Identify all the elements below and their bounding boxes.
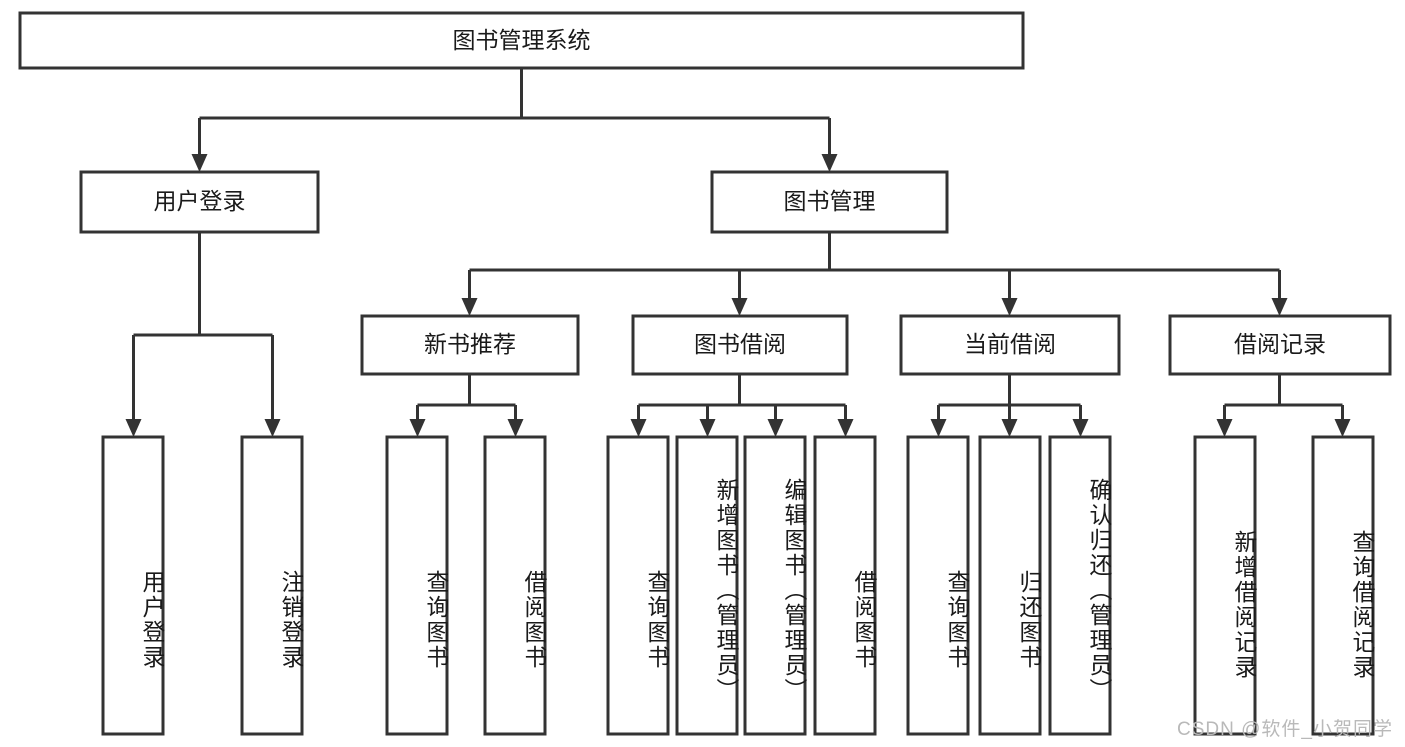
node-current-borrow-label: 当前借阅 [964,331,1056,357]
node-current-borrow[interactable]: 当前借阅 [899,314,1121,376]
arrow-head-leaf-user-login [125,419,142,437]
arrow-head-new-book-recommend [461,298,478,316]
node-new-book-recommend[interactable]: 新书推荐 [360,314,580,376]
node-leaf-logout-login[interactable] [240,435,304,736]
arrow-head-book-borrow [731,298,748,316]
arrow-head-leaf-add-borrow-record [1216,419,1233,437]
node-leaf-borrow-book-2[interactable] [813,435,877,736]
watermark-text: CSDN @软件_小贺同学 [1177,719,1393,740]
node-leaf-confirm-return-admin[interactable] [1048,435,1112,736]
node-book-manage-label: 图书管理 [784,188,876,214]
arrow-head-leaf-query-book-3 [930,419,947,437]
node-book-borrow[interactable]: 图书借阅 [631,314,849,376]
node-leaf-return-book[interactable] [978,435,1042,736]
arrow-head-leaf-borrow-book-1 [507,419,524,437]
connector-layer [125,68,1351,437]
node-book-manage[interactable]: 图书管理 [710,170,949,234]
arrow-head-leaf-query-book-2 [630,419,647,437]
node-root[interactable]: 图书管理系统 [18,11,1025,70]
node-leaf-query-book-3[interactable] [906,435,970,736]
node-leaf-edit-book-admin[interactable] [743,435,807,736]
arrow-head-leaf-add-book-admin [699,419,716,437]
node-user-login[interactable]: 用户登录 [79,170,320,234]
node-leaf-query-borrow-record[interactable] [1311,435,1375,736]
node-leaf-query-book-2[interactable] [606,435,670,736]
arrow-head-leaf-edit-book-admin [767,419,784,437]
arrow-head-leaf-query-borrow-record [1334,419,1351,437]
node-root-label: 图书管理系统 [453,27,591,53]
node-leaf-add-borrow-record[interactable] [1193,435,1257,736]
arrow-head-leaf-return-book [1001,419,1018,437]
node-borrow-record[interactable]: 借阅记录 [1168,314,1392,376]
arrow-head-user-login [191,154,208,172]
node-leaf-user-login[interactable] [101,435,165,736]
arrow-head-leaf-borrow-book-2 [837,419,854,437]
node-leaf-add-book-admin[interactable] [675,435,739,736]
arrow-head-book-manage [821,154,838,172]
node-leaf-borrow-book-1[interactable] [483,435,547,736]
node-new-book-recommend-label: 新书推荐 [424,331,516,357]
node-book-borrow-label: 图书借阅 [694,331,786,357]
arrow-head-leaf-logout-login [264,419,281,437]
arrow-head-borrow-record [1271,298,1288,316]
arrow-head-leaf-query-book-1 [409,419,426,437]
node-user-login-label: 用户登录 [154,188,246,214]
node-layer: 图书管理系统 用户登录 图书管理 新书推荐 图书借阅 当前 [18,11,1392,736]
arrow-head-leaf-confirm-return-admin [1072,419,1089,437]
node-borrow-record-label: 借阅记录 [1234,331,1326,357]
node-leaf-query-book-1[interactable] [385,435,449,736]
arrow-head-current-borrow [1001,298,1018,316]
